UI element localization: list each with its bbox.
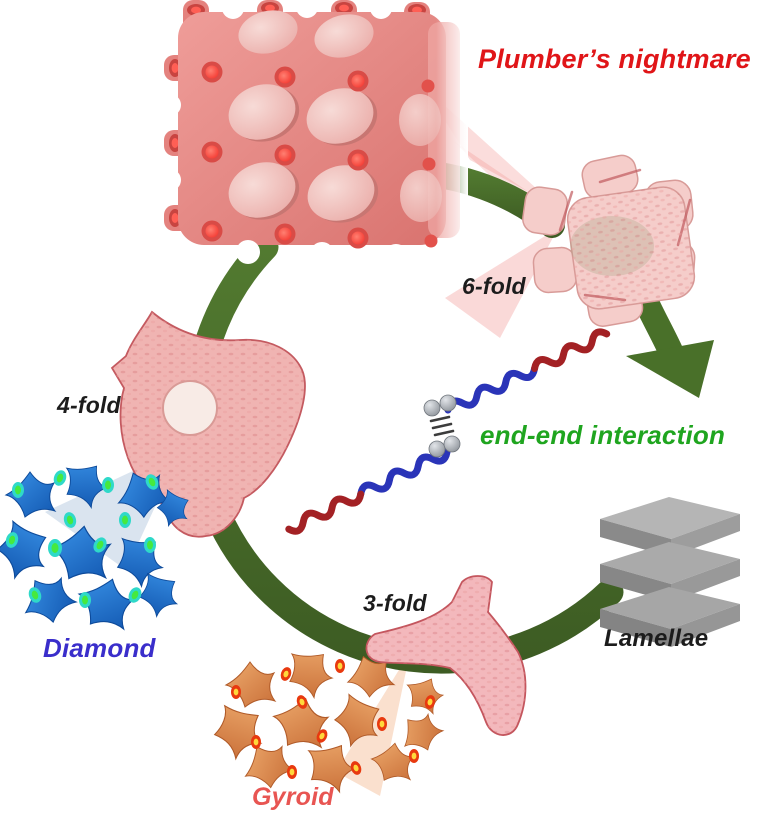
six-fold-label: 6-fold: [462, 273, 526, 299]
beam-sixfold-lower: [445, 228, 558, 338]
diamond-structure: [0, 451, 195, 636]
sixfold-exit-arrow-head: [626, 340, 714, 398]
chain-end-beads-lower: [428, 435, 461, 458]
diamond-label: Diamond: [43, 633, 156, 663]
plumbers-nightmare-label: Plumber’s nightmare: [478, 44, 751, 74]
beam-threefold-to-gyroid: [336, 652, 410, 796]
four-fold-node: [110, 310, 306, 538]
gyroid-label: Gyroid: [252, 783, 334, 811]
lamella-slab: [600, 587, 740, 647]
lattice-red-dots: [201, 61, 438, 249]
end-end-interaction-label: end-end interaction: [480, 420, 726, 450]
lattice-edge-notches: [159, 0, 408, 268]
lattice-holes: [228, 10, 442, 223]
diamond-node-spots: [5, 470, 159, 608]
gyroid-structure: [204, 637, 449, 798]
polymer-chain-lower: [285, 448, 451, 535]
lamellae-label: Lamellae: [604, 625, 709, 652]
three-fold-label: 3-fold: [363, 590, 427, 616]
plumbers-nightmare-structure: [159, 0, 468, 268]
four-fold-hole: [162, 380, 218, 436]
gyroid-hotspots: [231, 659, 436, 779]
three-fold-node: [365, 575, 527, 736]
chain-end-beads-upper: [423, 394, 457, 417]
polymer-chain-pair: [285, 328, 611, 535]
six-fold-node: [522, 154, 696, 327]
polymer-chain-upper: [444, 328, 611, 414]
hydrogen-bond-icon: [429, 415, 455, 437]
four-fold-label: 4-fold: [57, 392, 121, 418]
lamellae-structure: [600, 497, 740, 647]
